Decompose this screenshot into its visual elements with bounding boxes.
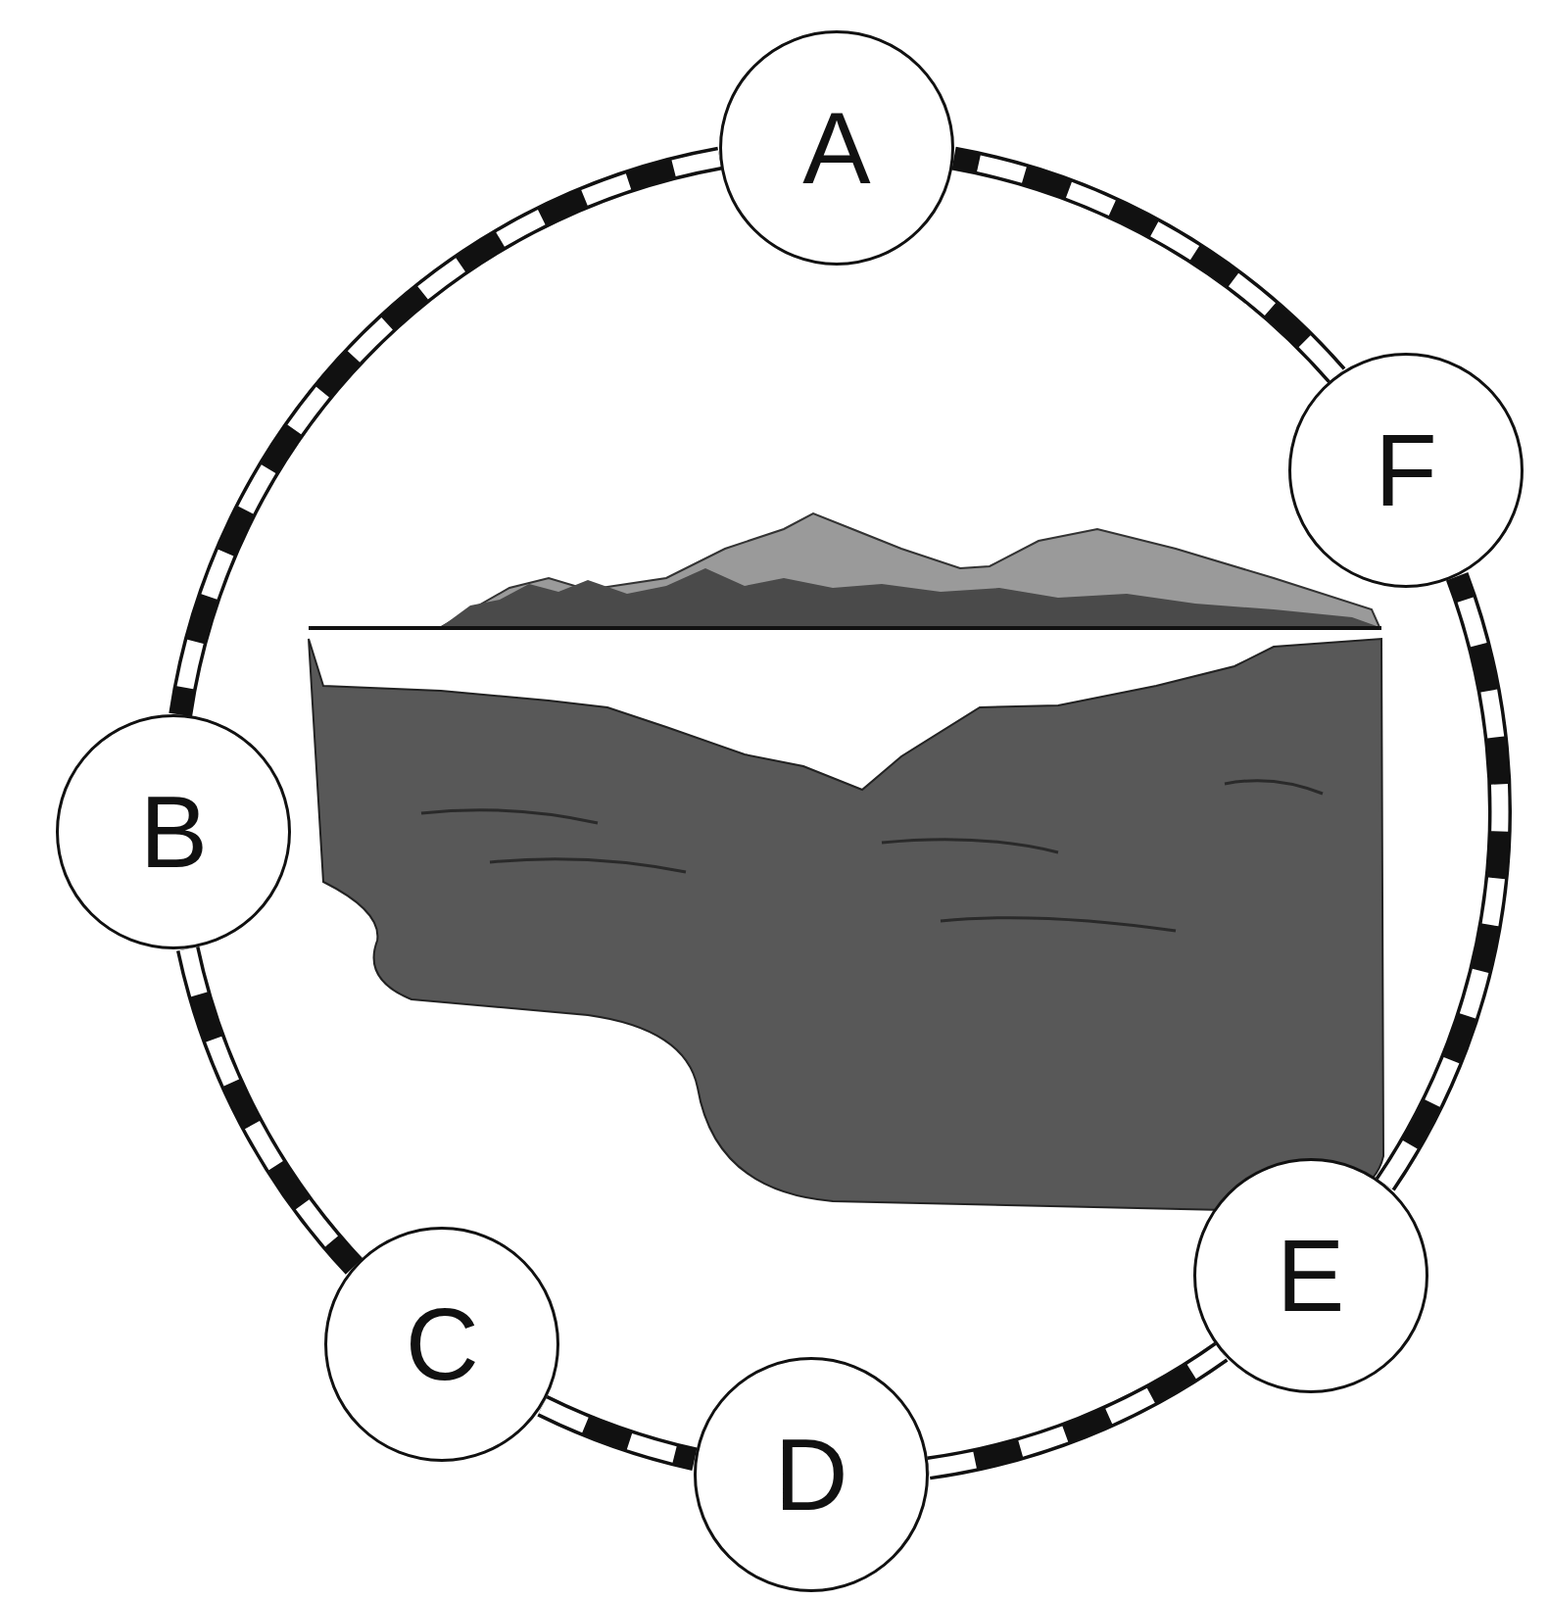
letter-circle: E bbox=[1193, 1158, 1429, 1394]
foreground-land bbox=[308, 638, 1384, 1211]
ring-outline bbox=[542, 1405, 695, 1460]
ring-stripes bbox=[1385, 576, 1500, 1184]
striped-ring-segment bbox=[1385, 576, 1500, 1184]
tree-line bbox=[440, 568, 1380, 628]
node-letter: E bbox=[1276, 1224, 1345, 1327]
ring-stripes bbox=[542, 1405, 695, 1460]
letter-circle: A bbox=[719, 30, 955, 266]
ring-outline bbox=[1385, 576, 1500, 1184]
letter-circle: B bbox=[55, 714, 291, 950]
node-letter: F bbox=[1374, 419, 1438, 522]
ring-stripes bbox=[180, 158, 720, 716]
ring-outline bbox=[180, 158, 720, 716]
letter-circle: C bbox=[324, 1226, 560, 1462]
mountain-ridge bbox=[440, 513, 1380, 628]
node-letter: B bbox=[140, 780, 208, 883]
node-letter: C bbox=[405, 1293, 480, 1396]
striped-ring-segment bbox=[188, 948, 355, 1266]
striped-ring-segment bbox=[542, 1405, 695, 1460]
letter-circle: D bbox=[693, 1356, 929, 1593]
ring-outline bbox=[954, 158, 1338, 377]
ring-stripes bbox=[188, 948, 355, 1266]
water-streaks bbox=[421, 780, 1323, 931]
ring-stripes bbox=[928, 1352, 1222, 1469]
node-letter: D bbox=[774, 1423, 848, 1526]
node-letter: A bbox=[802, 96, 871, 199]
horizon-line bbox=[308, 626, 1382, 630]
ring-outline bbox=[928, 1352, 1222, 1469]
striped-ring-segment bbox=[180, 158, 720, 716]
ring-outline bbox=[188, 948, 355, 1266]
letter-circle: F bbox=[1288, 352, 1524, 588]
striped-ring-segment bbox=[954, 158, 1338, 377]
striped-ring-segment bbox=[928, 1352, 1222, 1469]
ring-stripes bbox=[954, 158, 1338, 377]
